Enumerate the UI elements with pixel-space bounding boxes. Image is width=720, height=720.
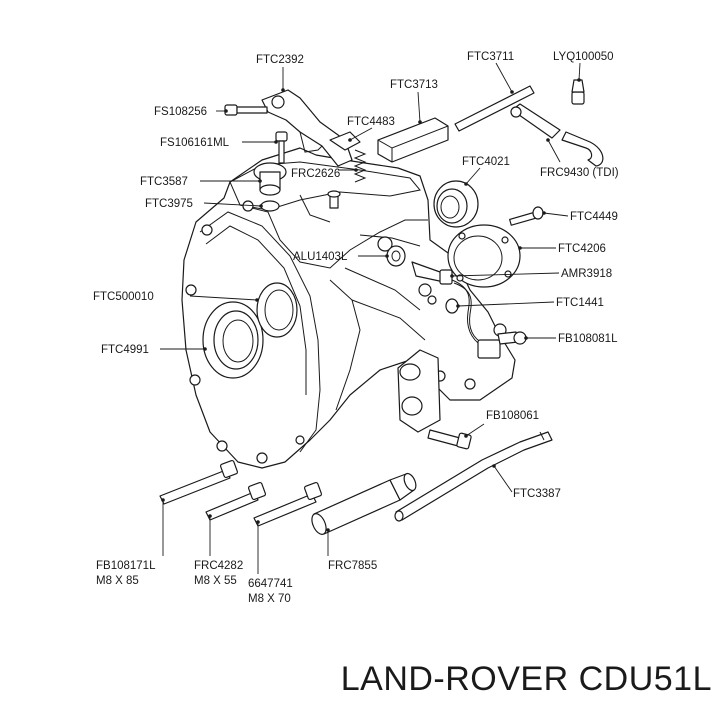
label-ftc4449: FTC4449 (570, 211, 618, 223)
cover-ftc4206 (447, 224, 521, 288)
label-amr3918: AMR3918 (561, 268, 612, 280)
seal-ftc4991 (202, 301, 264, 379)
label-frc7855: FRC7855 (328, 560, 377, 572)
label-ftc3713: FTC3713 (390, 79, 438, 91)
label-ftc4483: FTC4483 (347, 116, 395, 128)
breather-pipe-frc9430 (510, 103, 604, 167)
sensor-amr3918 (411, 261, 453, 285)
stud-top (327, 190, 341, 209)
label-6647741-size: M8 X 70 (248, 593, 291, 605)
label-ftc2392: FTC2392 (256, 54, 304, 66)
seal-ftc500010 (256, 282, 298, 338)
selector-bracket-ftc2392 (261, 89, 353, 167)
label-alu1403l: ALU1403L (293, 251, 348, 263)
label-ftc3711: FTC3711 (467, 51, 514, 63)
harness-wire (451, 279, 485, 347)
bearing-housing (397, 349, 441, 433)
spring-frc2626 (353, 149, 367, 183)
label-fb108171l: FB108171L (96, 560, 156, 572)
bolt-frc4282 (205, 481, 267, 521)
leader-lines (160, 62, 581, 574)
breather-lyq100050 (571, 79, 585, 105)
bearing-ftc4021 (433, 180, 479, 228)
bolt-fb108061 (427, 429, 472, 450)
label-ftc4206: FTC4206 (558, 243, 606, 255)
pin-frc7855 (311, 472, 417, 535)
oring-ftc3975 (260, 200, 280, 212)
label-ftc3387: FTC3387 (513, 488, 561, 500)
label-fs108256: FS108256 (154, 106, 207, 118)
label-ftc3975: FTC3975 (145, 198, 193, 210)
label-frc9430: FRC9430 (TDI) (540, 167, 619, 179)
label-fb108061: FB108061 (486, 410, 539, 422)
connector-fb108081l (477, 331, 527, 359)
bolt-fs106161ml (275, 131, 288, 164)
label-frc4282-size: M8 X 55 (194, 575, 237, 587)
label-ftc4021: FTC4021 (462, 156, 510, 168)
bolt-6647741 (253, 481, 323, 527)
label-lyq100050: LYQ100050 (553, 51, 614, 63)
label-fb108171l-size: M8 X 85 (96, 575, 139, 587)
plate-ftc4483 (329, 131, 361, 151)
footer-title: LAND-ROVER CDU51L (340, 660, 712, 698)
label-ftc500010: FTC500010 (93, 291, 154, 303)
bolt-ftc4449 (509, 206, 544, 226)
rod-ftc3711 (454, 85, 535, 132)
tube-ftc3387 (394, 431, 553, 522)
label-ftc4991: FTC4991 (101, 344, 149, 356)
label-fb108081l: FB108081L (558, 333, 618, 345)
cap-ftc3587 (253, 162, 287, 196)
label-fs106161ml: FS106161ML (160, 137, 230, 149)
block-ftc3713 (377, 117, 449, 163)
label-frc4282: FRC4282 (194, 560, 243, 572)
label-6647741: 6647741 (248, 578, 293, 590)
label-ftc3587: FTC3587 (140, 176, 188, 188)
label-frc2626: FRC2626 (291, 168, 340, 180)
label-ftc1441: FTC1441 (556, 297, 604, 309)
bolt-fs108256 (224, 104, 268, 116)
bolt-fb108171l (159, 459, 239, 505)
washer-alu1403l (386, 245, 406, 267)
